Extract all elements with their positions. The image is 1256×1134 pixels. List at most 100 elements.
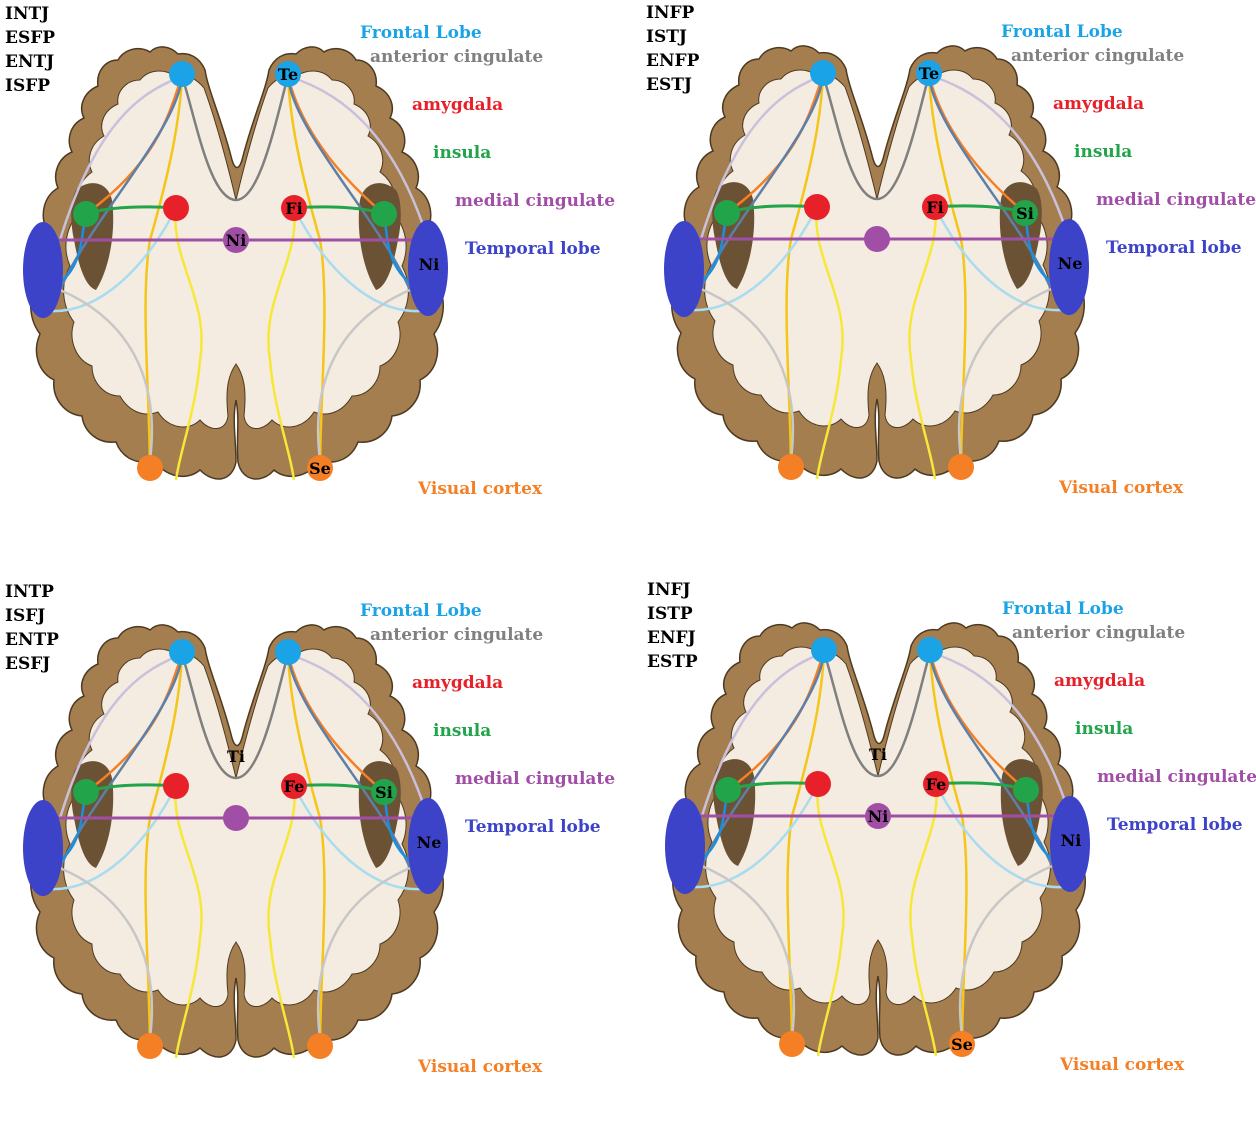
insula-node-left-dot: [714, 200, 740, 226]
personality-type: ENFJ: [647, 628, 696, 648]
amygdala-node-left-dot: [804, 194, 830, 220]
pathway-amygdala-visual-left: [815, 206, 844, 480]
anterior-label: anterior cingulate: [1011, 46, 1185, 66]
insula-node-left: [73, 779, 99, 805]
pathway-frontal-visual-right: [928, 651, 968, 1047]
insula-label: insula: [433, 721, 492, 741]
visual-node-left: [779, 1031, 805, 1057]
visual-label: Visual cortex: [418, 479, 543, 499]
pathway-amygdala-visual-right: [267, 785, 296, 1059]
amygdala-node-right: Fe: [281, 773, 307, 799]
amygdala-node-right-label: Fe: [284, 777, 305, 796]
pathway-amygdala-visual-right: [909, 783, 938, 1057]
temporal-label: Temporal lobe: [1106, 238, 1242, 258]
personality-type: ESTJ: [646, 75, 692, 95]
temporal-lobe-left: [664, 221, 704, 317]
insula-node-right-dot: [1012, 200, 1038, 226]
visual-node-left: [137, 1033, 163, 1059]
pathway-temporal-visual-left: [701, 864, 796, 1037]
amygdala-node-left-dot: [805, 771, 831, 797]
pathway-temporal-visual-right: [316, 288, 411, 461]
insula-node-right: Si: [371, 779, 397, 805]
pathway-frontal-temporal-inner-left: [699, 74, 825, 290]
pathway-amygdala-visual-left: [174, 785, 203, 1059]
medial-cingulate-node-dot: [865, 803, 891, 829]
personality-type: ENFP: [646, 51, 700, 71]
medial-cingulate-node-dot: [223, 805, 249, 831]
frontal-node-right-label: Te: [919, 64, 939, 83]
personality-type: ISTJ: [646, 27, 687, 47]
frontal-node-left: [169, 639, 195, 665]
pathway-temporal-visual-right: [957, 287, 1052, 460]
frontal-node-right: Te: [275, 61, 301, 87]
insula-node-right-dot: [1013, 777, 1039, 803]
amygdala-node-right: Fe: [923, 771, 949, 797]
amygdala-node-right: Fi: [922, 194, 948, 220]
pathway-amygdala-temporal-left: [39, 207, 178, 313]
amygdala-node-left-dot: [163, 195, 189, 221]
pathway-amygdala-temporal-right: [933, 206, 1072, 312]
insula-node-right: Si: [1012, 200, 1038, 226]
visual-node-right-dot: [307, 1033, 333, 1059]
amygdala-node-right-dot: [923, 771, 949, 797]
visual-node-left-dot: [137, 455, 163, 481]
pathway-frontal-insula-right: [286, 653, 385, 793]
personality-type: ESTP: [647, 652, 698, 672]
temporal-label: Temporal lobe: [465, 817, 601, 837]
insula-node-right-label: Si: [1016, 204, 1034, 223]
pathway-frontal-temporal-inner-right: [286, 653, 412, 869]
pathway-frontal-visual-left: [144, 75, 184, 471]
anterior-label: anterior cingulate: [1012, 623, 1186, 643]
personality-type: ISFJ: [5, 606, 46, 626]
temporal-lobe-left: [665, 798, 705, 894]
amygdala-node-left: [163, 195, 189, 221]
medial-cingulate-node: [864, 226, 890, 252]
insula-node-right-dot: [371, 201, 397, 227]
temporal-lobe-right-label: Ne: [1058, 254, 1083, 273]
temporal-lobe-right-label: Ni: [1061, 831, 1082, 850]
personality-type: ESFP: [5, 28, 56, 48]
temporal-lobe-left: [23, 222, 63, 318]
pathway-frontal-temporal-right: [928, 73, 1071, 240]
amygdala-node-right-dot: [281, 773, 307, 799]
medial-cingulate-node-dot: [864, 226, 890, 252]
visual-node-left-dot: [779, 1031, 805, 1057]
amygdala-node-left: [163, 773, 189, 799]
medial-cingulate-node-label: Ni: [226, 231, 247, 250]
temporal-lobe-right: [408, 798, 448, 894]
amygdala-label: amygdala: [412, 95, 504, 115]
pathway-frontal-temporal-left: [58, 652, 183, 819]
amygdala-node-right-dot: [281, 195, 307, 221]
insula-label: insula: [433, 143, 492, 163]
pathway-frontal-temporal-inner-left: [58, 75, 184, 291]
pathway-frontal-visual-right: [286, 75, 326, 471]
pathway-frontal-temporal-right: [287, 74, 430, 241]
frontal-node-right: [275, 639, 301, 665]
visual-node-left: [137, 455, 163, 481]
insula-node-right-label: Si: [375, 783, 393, 802]
personality-type: ENTJ: [5, 52, 55, 72]
medial-label: medial cingulate: [455, 769, 616, 789]
pathway-amygdala-visual-right: [908, 206, 937, 480]
frontal-node-right-dot: [275, 639, 301, 665]
pathway-anterior-cingulate: [821, 74, 931, 201]
amygdala-node-left: [805, 771, 831, 797]
pathway-amygdala-temporal-left: [680, 206, 819, 312]
frontal-node-left-dot: [810, 60, 836, 86]
frontal-label: Frontal Lobe: [1002, 599, 1124, 619]
frontal-node-left-dot: [811, 637, 837, 663]
personality-type: INTP: [5, 582, 54, 602]
visual-node-right-dot: [948, 454, 974, 480]
amygdala-node-right-label: Fi: [285, 199, 302, 218]
pathway-frontal-visual-right: [286, 653, 326, 1049]
anterior-cingulate-label: Ti: [869, 745, 887, 764]
pathway-frontal-temporal-inner-right: [928, 651, 1054, 867]
amygdala-node-right-dot: [922, 194, 948, 220]
